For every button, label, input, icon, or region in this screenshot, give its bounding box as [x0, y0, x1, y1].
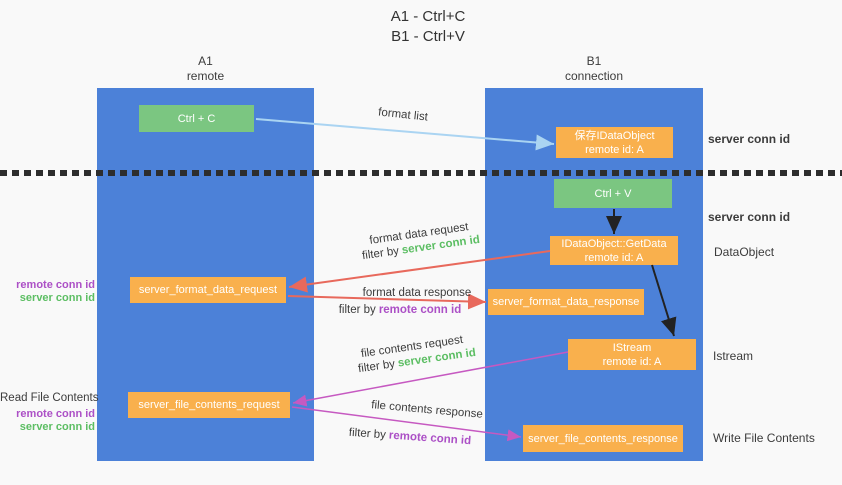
istream-box: IStream remote id: A — [568, 339, 696, 370]
column-header-a1: A1 remote — [97, 54, 314, 84]
filter-by-text: filter by — [338, 304, 376, 316]
idataobject-getdata-box: IDataObject::GetData remote id: A — [550, 236, 678, 265]
column-a1-subtitle: remote — [186, 69, 225, 83]
file-contents-response-label: file contents response — [370, 399, 484, 421]
remote-conn-id-text: remote conn id — [388, 429, 472, 448]
column-b1-name: B1 — [586, 54, 602, 68]
format-data-response-label: format data response — [362, 287, 472, 299]
ctrl-c-box: Ctrl + C — [139, 105, 254, 132]
remote-conn-id-left-2: remote conn id — [16, 408, 95, 420]
server-conn-id-left-2: server conn id — [19, 421, 95, 433]
title-line-2: B1 - Ctrl+V — [391, 28, 465, 45]
ctrl-v-box: Ctrl + V — [554, 179, 672, 208]
remote-conn-id-left-1: remote conn id — [16, 279, 95, 291]
istream-line1: IStream — [612, 341, 652, 354]
server-file-contents-response-box: server_file_contents_response — [523, 425, 683, 452]
filter-by-text: filter by — [361, 245, 400, 263]
server-conn-id-left-1: server conn id — [19, 292, 95, 304]
title-line-1: A1 - Ctrl+C — [390, 8, 466, 25]
filter-by-text: filter by — [348, 426, 387, 442]
read-file-contents-label: Read File Contents — [0, 392, 99, 404]
server-format-data-request-box: server_format_data_request — [130, 277, 286, 303]
session-divider-dotted-line — [0, 170, 842, 176]
server-conn-id-right-mid: server conn id — [708, 210, 791, 224]
file-conn-id-group: Read File Contents remote conn id server… — [0, 391, 99, 434]
getdata-line1: IDataObject::GetData — [561, 237, 667, 250]
save-idataobject-line2: remote id: A — [585, 143, 644, 156]
column-b1-subtitle: connection — [564, 69, 624, 83]
column-a1-name: A1 — [198, 54, 213, 68]
diagram-title: A1 - Ctrl+C B1 - Ctrl+V — [346, 7, 510, 47]
column-header-b1: B1 connection — [485, 54, 703, 84]
server-conn-id-right-top: server conn id — [708, 132, 791, 146]
write-file-contents-label: Write File Contents — [713, 431, 815, 445]
getdata-line2: remote id: A — [584, 251, 644, 264]
istream-line2: remote id: A — [602, 355, 662, 368]
format-list-label: format list — [377, 106, 429, 124]
format-conn-id-group: remote conn id server conn id — [0, 279, 95, 305]
save-idataobject-line1: 保存IDataObject — [574, 129, 655, 142]
remote-conn-id-text: remote conn id — [378, 304, 462, 316]
filter-by-text: filter by — [357, 358, 396, 376]
istream-label: Istream — [713, 349, 754, 363]
dataobject-label: DataObject — [714, 245, 775, 259]
server-file-contents-request-box: server_file_contents_request — [128, 392, 290, 418]
save-idataobject-box: 保存IDataObject remote id: A — [556, 127, 673, 158]
server-format-data-response-box: server_format_data_response — [488, 289, 644, 315]
